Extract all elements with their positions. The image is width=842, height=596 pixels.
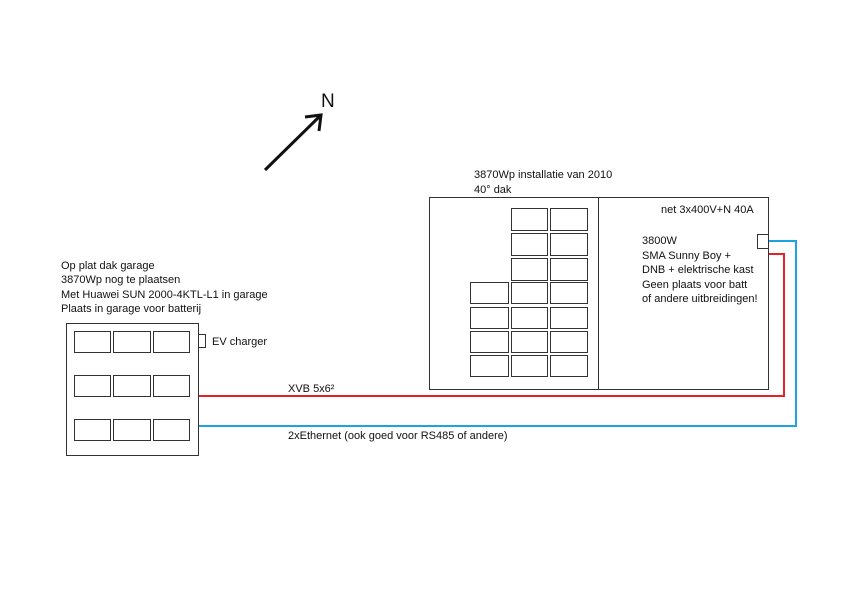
house-panels	[470, 208, 588, 377]
svg-text:Op plat dak garage: Op plat dak garage	[61, 260, 155, 272]
svg-text:3870Wp nog te plaatsen: 3870Wp nog te plaatsen	[61, 274, 180, 286]
inverter-box	[757, 234, 769, 249]
data-cable	[198, 240, 797, 427]
svg-text:3800W: 3800W	[642, 235, 677, 247]
power-cable-label: XVB 5x6²	[288, 383, 335, 395]
power-cable	[198, 253, 785, 397]
data-cable-label: 2xEthernet (ook goed voor RS485 of ander…	[288, 430, 508, 442]
inverter-text: 3800W SMA Sunny Boy + DNB + elektrische …	[642, 235, 758, 305]
north-label: N	[321, 91, 335, 112]
ev-charger-box	[198, 334, 206, 348]
house-text: 3870Wp installatie van 2010 40° dak	[474, 169, 612, 196]
svg-text:Met Huawei SUN 2000-4KTL-L1 in: Met Huawei SUN 2000-4KTL-L1 in garage	[61, 289, 268, 301]
svg-text:Geen plaats voor batt: Geen plaats voor batt	[642, 279, 747, 291]
svg-text:40° dak: 40° dak	[474, 184, 512, 196]
svg-text:SMA Sunny Boy +: SMA Sunny Boy +	[642, 250, 731, 262]
svg-text:DNB + elektrische kast: DNB + elektrische kast	[642, 264, 754, 276]
svg-text:Plaats in garage voor batterij: Plaats in garage voor batterij	[61, 303, 201, 315]
ev-charger-label: EV charger	[212, 336, 267, 348]
garage-panels	[74, 331, 190, 441]
svg-text:of andere uitbreidingen!: of andere uitbreidingen!	[642, 293, 758, 305]
north-arrow-icon	[263, 113, 323, 172]
garage-text: Op plat dak garage 3870Wp nog te plaatse…	[61, 260, 268, 315]
grid-connection-label: net 3x400V+N 40A	[661, 204, 754, 216]
svg-text:3870Wp installatie van 2010: 3870Wp installatie van 2010	[474, 169, 612, 181]
